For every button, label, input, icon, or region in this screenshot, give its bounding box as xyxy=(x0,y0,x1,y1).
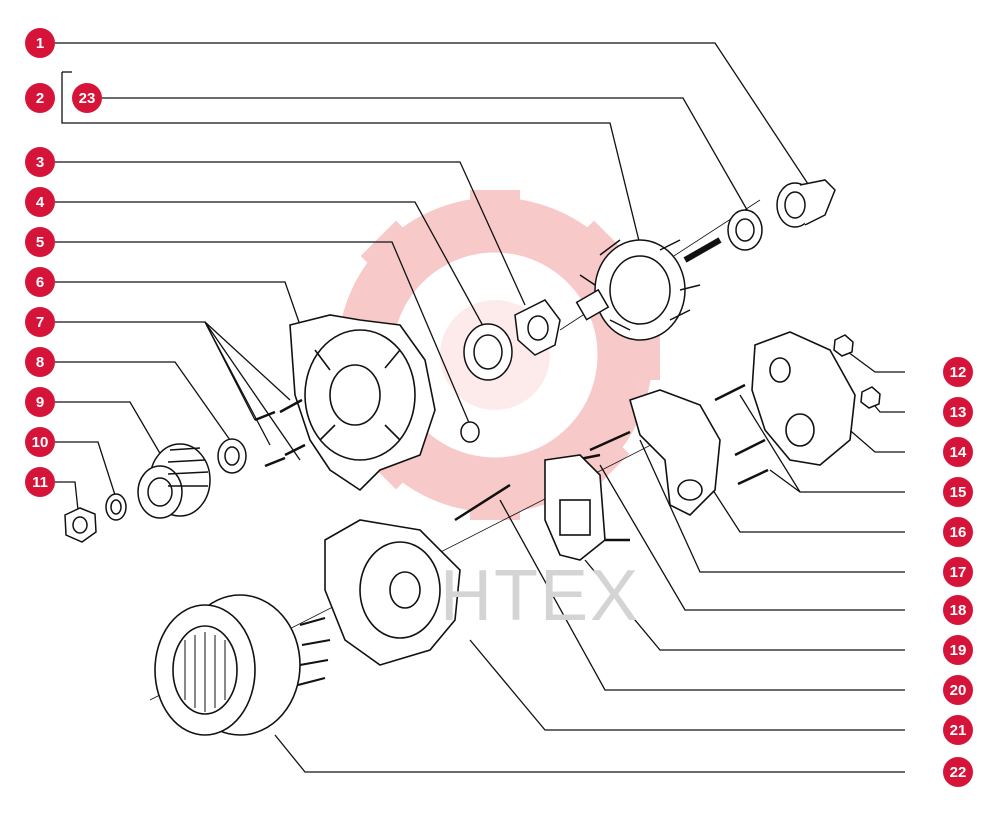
part-15-screws xyxy=(714,383,769,486)
callout-7[interactable]: 7 xyxy=(25,307,55,337)
part-13-nut xyxy=(860,386,881,409)
part-3-plate xyxy=(514,299,561,356)
watermark-text: НТЕХ xyxy=(440,556,641,636)
part-8-spacer xyxy=(217,438,247,474)
callout-19[interactable]: 19 xyxy=(943,635,973,665)
part-6-housing xyxy=(289,314,436,492)
part-7-screws xyxy=(254,398,306,468)
callout-15[interactable]: 15 xyxy=(943,477,973,507)
part-23-bearing xyxy=(727,209,763,251)
part-1-cap xyxy=(776,179,836,228)
part-16-brush-holder xyxy=(629,389,721,516)
callout-20[interactable]: 20 xyxy=(943,675,973,705)
part-21-rear-housing xyxy=(324,519,461,666)
callout-9[interactable]: 9 xyxy=(25,387,55,417)
callout-11[interactable]: 11 xyxy=(25,467,55,497)
callout-18[interactable]: 18 xyxy=(943,595,973,625)
callout-8[interactable]: 8 xyxy=(25,347,55,377)
part-11-nut xyxy=(64,507,97,543)
callout-4[interactable]: 4 xyxy=(25,187,55,217)
part-22-stator xyxy=(154,594,331,736)
callout-5[interactable]: 5 xyxy=(25,227,55,257)
callout-2[interactable]: 2 xyxy=(25,83,55,113)
part-2-rotor xyxy=(575,237,722,341)
callout-1[interactable]: 1 xyxy=(25,28,55,58)
callout-12[interactable]: 12 xyxy=(943,357,973,387)
part-9-pulley xyxy=(137,443,211,519)
part-12-nut xyxy=(833,334,854,357)
callout-17[interactable]: 17 xyxy=(943,557,973,587)
part-14-cover xyxy=(751,331,856,466)
callout-14[interactable]: 14 xyxy=(943,437,973,467)
callout-10[interactable]: 10 xyxy=(25,427,55,457)
callout-13[interactable]: 13 xyxy=(943,397,973,427)
part-19-regulator xyxy=(544,454,630,561)
callout-21[interactable]: 21 xyxy=(943,715,973,745)
callout-6[interactable]: 6 xyxy=(25,267,55,297)
part-5-bushing xyxy=(460,421,480,443)
callout-16[interactable]: 16 xyxy=(943,517,973,547)
part-10-washer xyxy=(105,493,127,521)
part-4-bearing xyxy=(463,323,513,381)
part-20-bolt xyxy=(454,483,511,522)
callout-22[interactable]: 22 xyxy=(943,757,973,787)
callout-23[interactable]: 23 xyxy=(72,83,102,113)
callout-3[interactable]: 3 xyxy=(25,147,55,177)
